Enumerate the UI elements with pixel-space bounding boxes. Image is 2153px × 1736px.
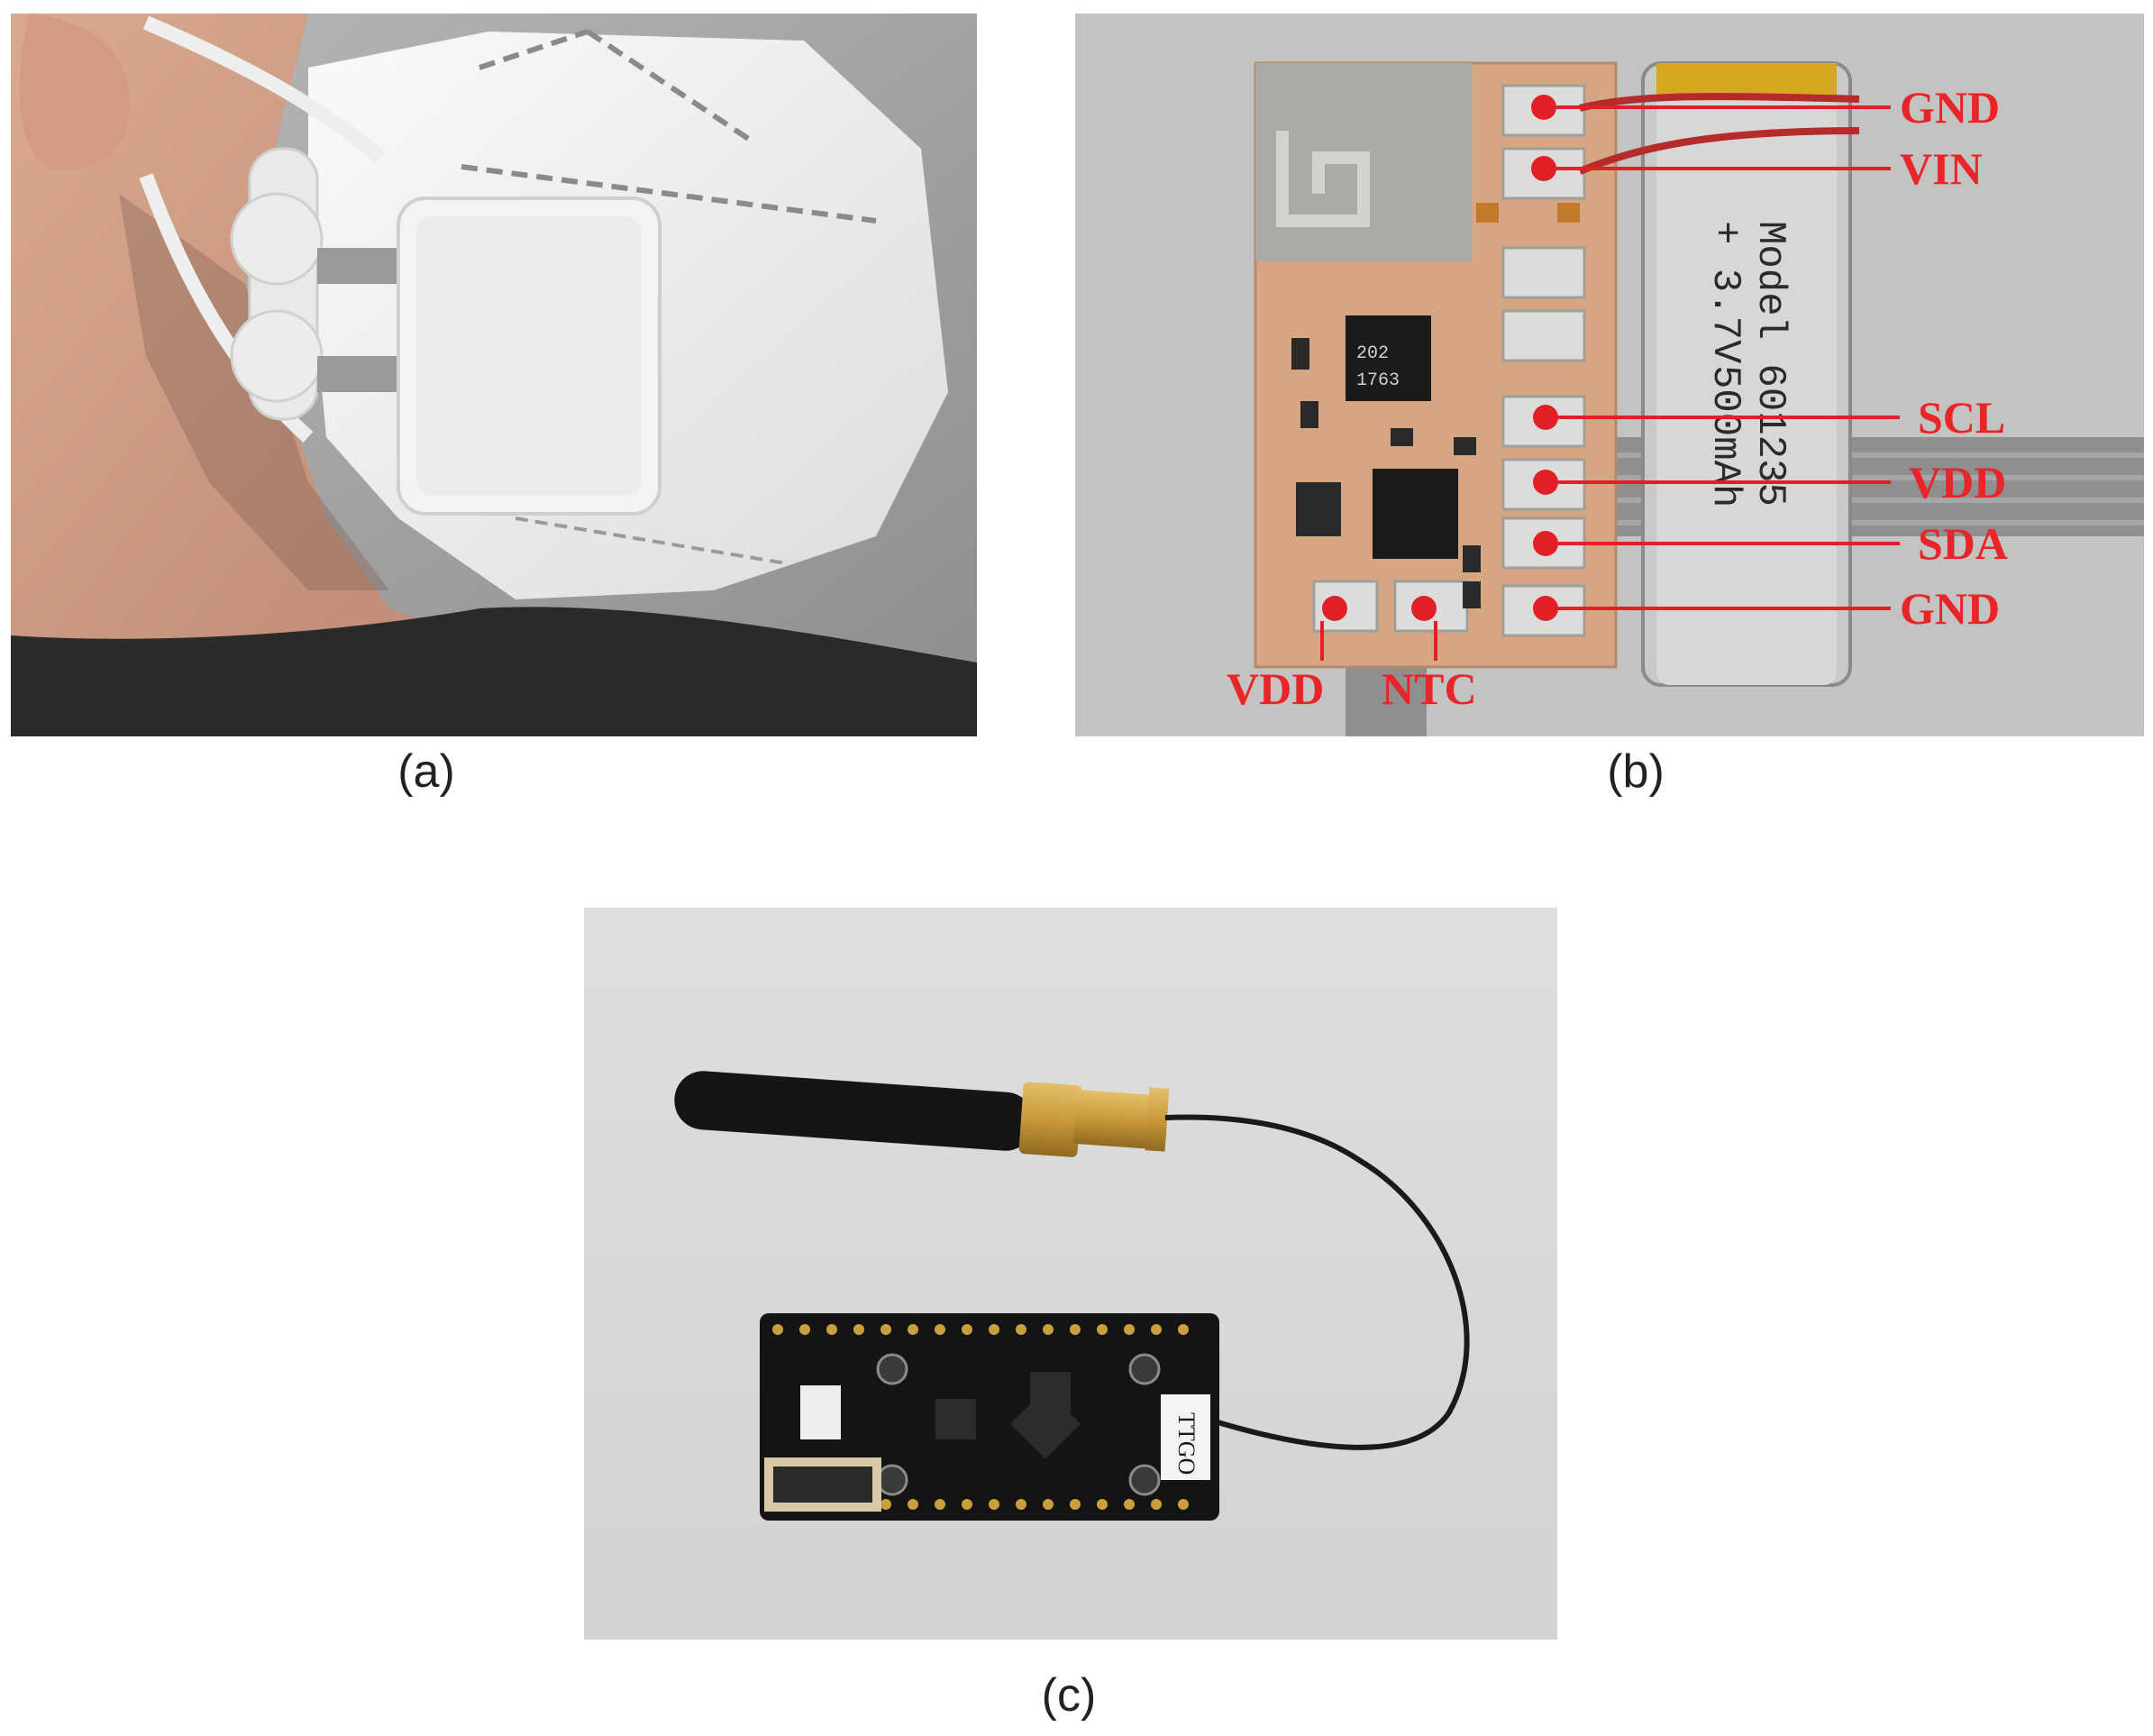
battery-capacity-text: 500mAh xyxy=(1702,365,1747,507)
mask-photo-panel xyxy=(11,14,977,736)
chip-regulator xyxy=(1346,315,1431,401)
board-photo-panel: TTGO xyxy=(584,908,1557,1640)
label-scl: SCL xyxy=(1918,392,2005,443)
mask-photo xyxy=(11,14,977,736)
label-vin: VIN xyxy=(1900,143,1983,194)
caption-b: (b) xyxy=(1607,745,1665,798)
caption-c: (c) xyxy=(1041,1669,1097,1722)
label-vdd-right: VDD xyxy=(1909,457,2006,507)
antenna xyxy=(674,1071,1035,1151)
ear xyxy=(19,14,130,170)
label-gnd-bottom: GND xyxy=(1900,583,2000,634)
chip-text-2: 1763 xyxy=(1356,370,1400,391)
sma-connector xyxy=(1018,1082,1082,1157)
label-gnd-top: GND xyxy=(1900,82,2000,132)
antenna-cable xyxy=(1164,1114,1470,1450)
chip-sensor xyxy=(1373,469,1458,559)
board-photo: TTGO xyxy=(584,908,1557,1640)
chip-text-1: 202 xyxy=(1356,343,1389,364)
leader-lines xyxy=(1320,105,1900,661)
battery-voltage-text: + 3.7V xyxy=(1702,221,1747,364)
label-vdd-bottom: VDD xyxy=(1227,663,1324,714)
pcb-photo-panel: 202 1763 Model 601235 + 3.7V 500mAh xyxy=(1075,14,2144,736)
pcb-photo: 202 1763 Model 601235 + 3.7V 500mAh xyxy=(1075,14,2144,736)
ttgo-label: TTGO xyxy=(1173,1412,1200,1475)
label-ntc: NTC xyxy=(1382,663,1477,714)
battery-model-text: Model 601235 xyxy=(1747,221,1793,507)
pad-markers xyxy=(1322,95,1558,621)
label-sda: SDA xyxy=(1918,518,2008,569)
caption-a: (a) xyxy=(397,745,455,798)
black-shirt xyxy=(11,607,977,736)
ttgo-label-sticker xyxy=(1161,1394,1210,1480)
